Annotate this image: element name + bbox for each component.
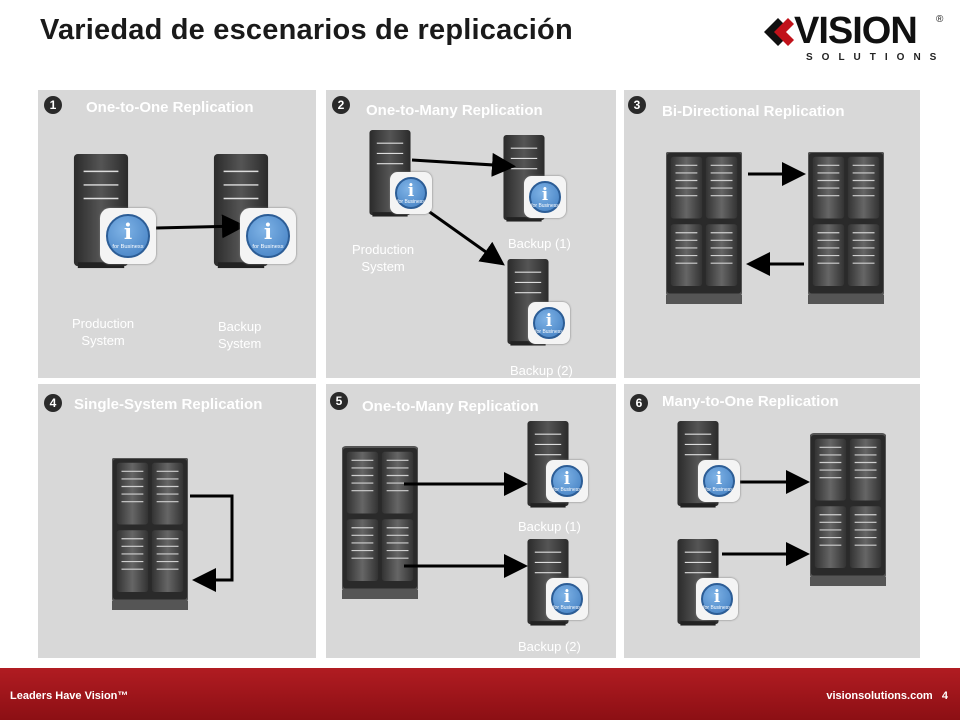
badge-text: for Business [112,243,144,250]
replication-arrow-1 [411,152,516,177]
panel-3-title: Bi-Directional Replication [662,103,845,120]
badge-letter: i [123,218,133,245]
footer-tagline: Leaders Have Vision™ [10,690,129,702]
logo-subtitle: SOLUTIONS [806,52,946,63]
badge-text: for Business [252,243,284,250]
page-number: 4 [941,690,948,702]
slide-title: Variedad de escenarios de replicación [40,14,573,46]
logo-arrows-icon [764,18,794,46]
badge-text: for Business [553,605,581,612]
replication-arrow [155,214,246,239]
footer-bar: Leaders Have Vision™ visionsolutions.com… [0,668,960,720]
panel-4-number: 4 [44,394,62,412]
cabinet-server-a [666,152,742,304]
logo-registered: ® [936,14,944,25]
panel-1-number: 1 [44,96,62,114]
badge-letter: i [407,180,415,200]
badge-text: for Business [535,329,563,336]
panel-4-title: Single-System Replication [74,396,263,413]
panel-3-number: 3 [628,96,646,114]
badge-text: for Business [553,487,581,494]
badge-letter: i [545,310,553,330]
badge-letter: i [563,586,571,606]
loop-arrow [190,494,234,592]
target-cabinet-server [810,433,886,587]
panel-6-title: Many-to-One Replication [662,393,839,410]
production-system-label: Production System [72,316,135,348]
badge-letter: i [563,468,571,488]
badge-text: for Business [705,487,733,494]
replication-arrow-2 [423,206,505,266]
panel-5-title: One-to-Many Replication [362,398,539,415]
badge-text: for Business [703,605,731,612]
badge-text: for Business [531,203,559,210]
backup-2-label: Backup (2) [510,363,573,378]
backup-1-label: Backup (1) [518,519,581,534]
backup-1-label: Backup (1) [508,236,571,251]
footer-site: visionsolutions.com 4 [826,690,948,702]
backup-2-label: Backup (2) [518,639,581,654]
backup-system-label: Backup System [218,319,262,351]
panel-2-title: One-to-Many Replication [366,102,543,119]
panel-1-title: One-to-One Replication [86,99,254,116]
cabinet-server-b [808,152,884,304]
badge-letter: i [713,586,721,606]
badge-letter: i [715,468,723,488]
cabinet-server [342,446,418,600]
logo-brand: VISION [794,10,918,52]
panel-5-number: 5 [330,392,348,410]
vision-solutions-logo: VISION ® SOLUTIONS [760,10,950,70]
badge-letter: i [263,218,273,245]
panel-6-number: 6 [630,394,648,412]
badge-text: for Business [397,199,425,206]
badge-letter: i [541,184,549,204]
cabinet-server [112,458,188,610]
production-system-label: Production System [352,242,415,274]
panel-2-number: 2 [332,96,350,114]
footer-site-url: visionsolutions.com [826,690,933,702]
